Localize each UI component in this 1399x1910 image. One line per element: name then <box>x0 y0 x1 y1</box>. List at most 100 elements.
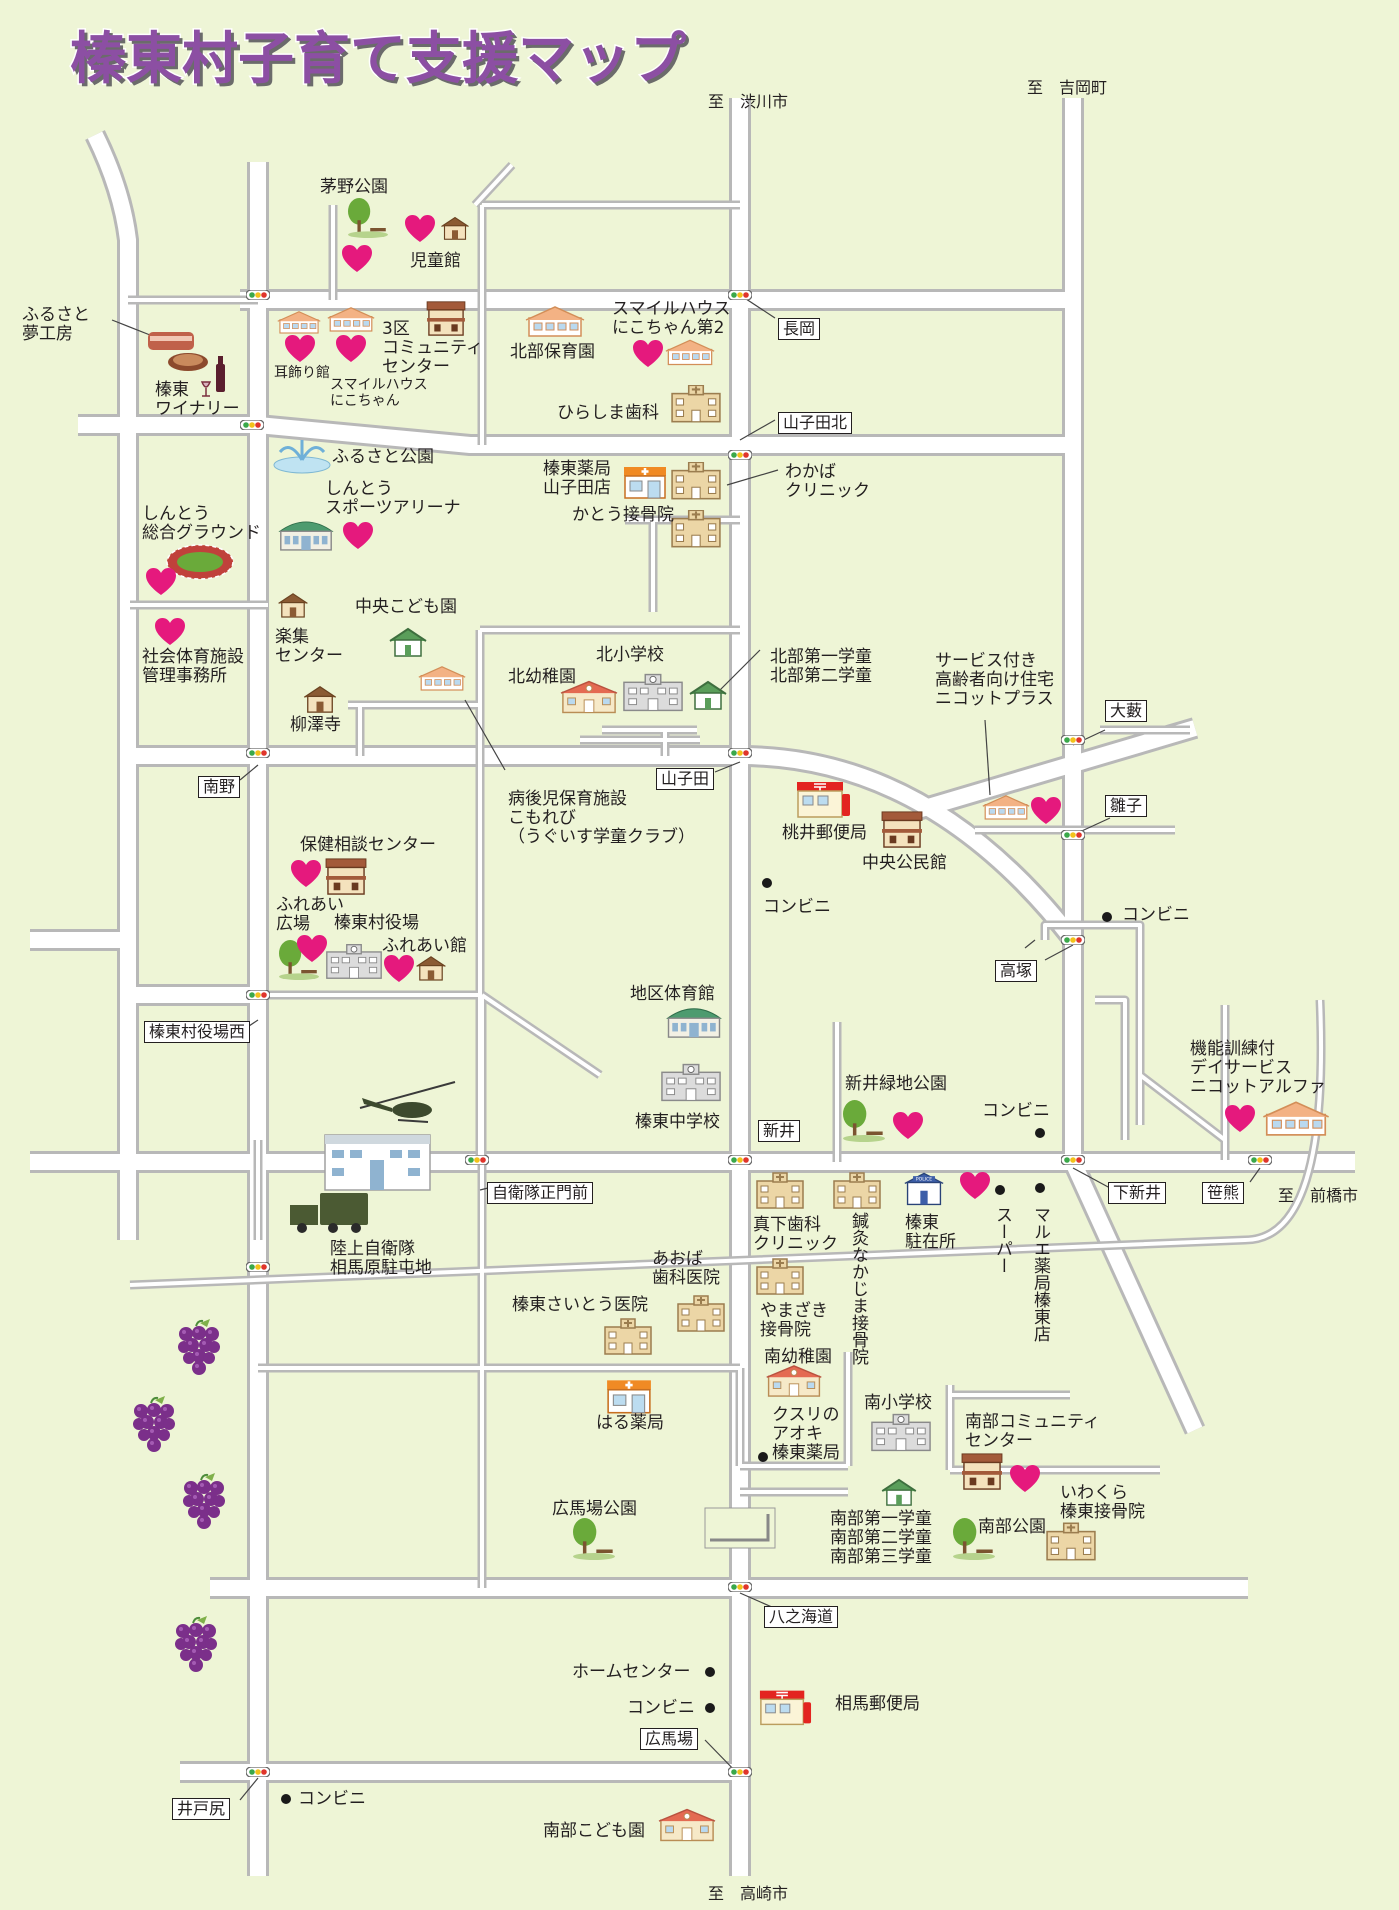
map-title: 榛東村子育て支援マップ <box>69 26 688 93</box>
direction-north: 至 渋川市 <box>708 92 789 111</box>
label-jidokan: 児童館 <box>410 251 461 271</box>
label-hokubu-hoikuen: 北部保育園 <box>510 342 595 362</box>
signal-nagaoka: 長岡 <box>778 318 821 340</box>
bridge-rail <box>710 1514 770 1542</box>
label-konbini-5: コンビニ <box>298 1789 366 1809</box>
signal-yamakoda: 山子田 <box>656 768 715 790</box>
label-furusato-park: ふるさと公園 <box>332 447 434 467</box>
fountain-icon <box>273 440 331 474</box>
label-hoku-yochien: 北幼稚園 <box>508 667 576 687</box>
health-center-icon <box>325 858 367 895</box>
label-wakaba: わかば クリニック <box>785 462 870 501</box>
pharmacy-icon <box>605 1379 653 1414</box>
direction-south: 至 高崎市 <box>708 1884 789 1903</box>
truck-icon <box>290 1193 368 1233</box>
signal-oyabu: 大藪 <box>1105 700 1148 722</box>
label-chiku-taiikukan: 地区体育館 <box>630 984 715 1004</box>
label-kato: かとう接骨院 <box>572 505 674 525</box>
label-rakushu: 楽集 センター <box>275 627 343 666</box>
label-marue: マルエ薬局榛東店 <box>1030 1206 1050 1342</box>
label-chuzaisho: 榛東 駐在所 <box>905 1213 956 1252</box>
label-byogoji: 病後児保育施設 こもれび （うぐいす学童クラブ） <box>508 789 695 847</box>
wine-icon <box>200 356 225 397</box>
label-kino-kunren: 機能訓練付 デイサービス ニコットアルファ <box>1190 1039 1326 1097</box>
label-kayano-park: 茅野公園 <box>320 177 388 197</box>
signal-hinako: 雛子 <box>1105 795 1148 817</box>
label-yakkyoku-yamakoda: 榛東薬局 山子田店 <box>543 459 611 498</box>
community-hall-icon <box>881 811 923 848</box>
signal-arai: 新井 <box>758 1120 801 1142</box>
post-office-icon <box>759 1689 812 1726</box>
label-hoken-center: 保健相談センター <box>300 835 436 855</box>
label-super: スーパー <box>992 1206 1012 1274</box>
label-momoi-post: 桃井郵便局 <box>782 823 867 843</box>
label-konbini-1: コンビニ <box>763 897 831 917</box>
arena-icon <box>279 521 333 551</box>
pharmacy-icon <box>622 465 668 499</box>
signal-yakuba-nishi: 榛東村役場西 <box>144 1021 251 1043</box>
signal-hachinokaido: 八之海道 <box>764 1606 839 1628</box>
label-sports-arena: しんとう スポーツアリーナ <box>325 479 461 518</box>
label-nanbu-park: 南部公園 <box>978 1517 1046 1537</box>
label-smile-house2: スマイルハウス にこちゃん第2 <box>612 299 731 338</box>
direction-northeast: 至 吉岡町 <box>1027 78 1108 97</box>
label-kusuri-aoki: クスリの アオキ 榛東薬局 <box>772 1405 840 1463</box>
label-mashimo: 真下歯科 クリニック <box>753 1215 838 1254</box>
label-chuo-kodomoen: 中央こども園 <box>355 597 457 617</box>
label-smile-house: スマイルハウス にこちゃん <box>330 377 428 409</box>
label-mimikazari: 耳飾り館 <box>274 365 330 381</box>
signal-jieitai: 自衛隊正門前 <box>487 1182 594 1204</box>
label-chuo-kominkan: 中央公民館 <box>862 853 947 873</box>
gym-icon <box>666 1008 722 1038</box>
signal-minamino: 南野 <box>198 776 241 798</box>
label-haru: はる薬局 <box>596 1413 664 1433</box>
label-jieitai-base: 陸上自衛隊 相馬原駐屯地 <box>330 1239 432 1278</box>
label-arai-park: 新井緑地公園 <box>845 1074 947 1094</box>
label-yamazaki: やまざき 接骨院 <box>760 1301 828 1340</box>
label-nakajima: 鍼灸なかじま接骨院 <box>848 1212 868 1365</box>
label-soma-post: 相馬郵便局 <box>835 1694 920 1714</box>
label-saito: 榛東さいとう医院 <box>512 1295 648 1315</box>
label-home-center: ホームセンター <box>572 1662 691 1682</box>
label-konbini-2: コンビニ <box>1122 905 1190 925</box>
direction-east: 至 前橋市 <box>1278 1186 1359 1205</box>
signal-idojiri: 井戸尻 <box>172 1798 231 1820</box>
signal-sasakuma: 笹熊 <box>1202 1182 1245 1204</box>
label-nanbu-community: 南部コミュニティ センター <box>965 1412 1100 1451</box>
label-yakuba: 榛東村役場 <box>334 913 419 933</box>
label-aoba: あおば 歯科医院 <box>652 1249 720 1288</box>
label-ryutakuji: 柳澤寺 <box>290 715 341 735</box>
label-hirashima: ひらしま歯科 <box>557 403 659 423</box>
label-fureai-kan: ふれあい館 <box>382 936 467 956</box>
helicopter-icon <box>359 1081 456 1123</box>
label-konbini-3: コンビニ <box>982 1101 1050 1121</box>
label-chugakko: 榛東中学校 <box>635 1112 720 1132</box>
label-fureai-hiroba: ふれあい 広場 <box>276 895 344 934</box>
label-iwakura: いわくら 榛東接骨院 <box>1060 1483 1145 1522</box>
stadium-icon <box>166 544 234 580</box>
base-building-icon <box>324 1134 431 1191</box>
label-furusato-yume: ふるさと 夢工房 <box>22 305 90 344</box>
bridge <box>704 1507 776 1549</box>
label-minami-shogakko: 南小学校 <box>864 1393 932 1413</box>
post-office-icon <box>796 781 851 818</box>
label-hiromaba-park: 広馬場公園 <box>552 1499 637 1519</box>
signal-hiromaba: 広馬場 <box>640 1728 699 1750</box>
store-dots <box>281 878 1112 1804</box>
label-community3: 3区 コミュニティ センター <box>382 319 483 377</box>
label-sogo-ground: しんとう 総合グラウンド <box>142 504 261 543</box>
label-hokubu-gakudo: 北部第一学童 北部第二学童 <box>770 647 872 686</box>
signal-yamakodakita: 山子田北 <box>778 412 853 434</box>
meat-icon <box>148 332 208 371</box>
label-hoku-shogakko: 北小学校 <box>596 645 664 665</box>
label-shakai-taiiku: 社会体育施設 管理事務所 <box>142 647 244 686</box>
signal-takatsuka: 高塚 <box>995 960 1038 982</box>
label-minami-yochien: 南幼稚園 <box>764 1347 832 1367</box>
label-nanbu-kodomoen: 南部こども園 <box>543 1821 645 1841</box>
label-nanbu-gakudo: 南部第一学童 南部第二学童 南部第三学童 <box>830 1509 932 1567</box>
label-winery: 榛東 ワイナリー <box>155 380 240 419</box>
community-center-icon <box>961 1453 1003 1490</box>
signal-shimoarai: 下新井 <box>1108 1182 1167 1204</box>
